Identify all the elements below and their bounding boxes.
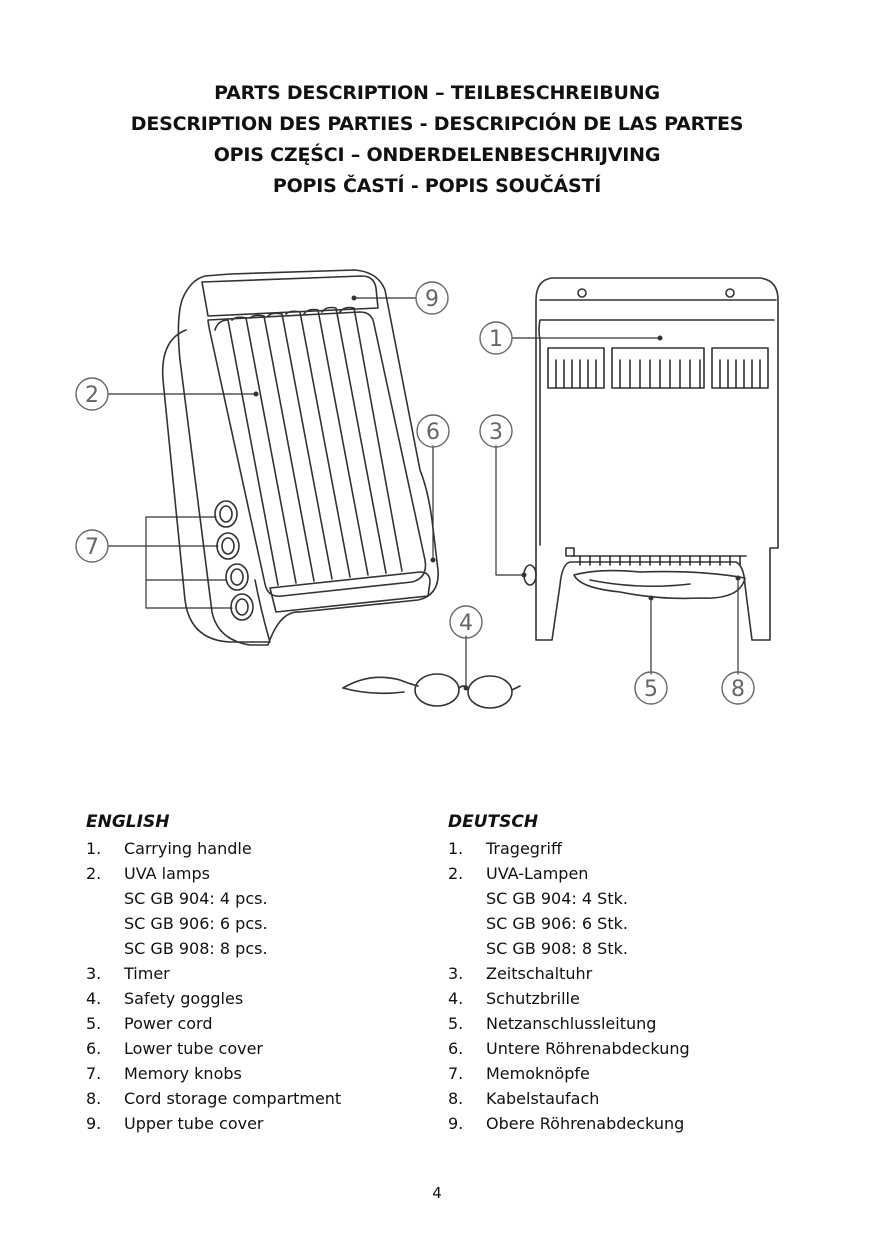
list-subitem: SC GB 908: 8 pcs.	[124, 939, 268, 958]
list-subitem: SC GB 904: 4 pcs.	[124, 889, 268, 908]
list-item: 2.UVA-Lampen	[448, 864, 589, 883]
svg-text:7: 7	[85, 535, 99, 560]
heading-line: POPIS ČASTÍ - POPIS SOUČÁSTÍ	[272, 175, 602, 197]
callout-7: 7	[75, 529, 109, 563]
list-item: 9.Upper tube cover	[86, 1114, 264, 1133]
list-subitem: SC GB 908: 8 Stk.	[486, 939, 628, 958]
list-item: 4.Safety goggles	[86, 989, 244, 1008]
callout-1: 1	[479, 321, 513, 355]
list-item: 8.Cord storage compartment	[86, 1089, 342, 1108]
svg-text:1: 1	[489, 327, 503, 352]
list-item: 7.Memoknöpfe	[448, 1064, 590, 1083]
english-parts-list: ENGLISH 1.Carrying handle 2.UVA lamps SC…	[86, 810, 466, 1136]
callout-3: 3	[479, 414, 513, 448]
svg-text:3: 3	[489, 420, 503, 445]
callout-9: 9	[415, 281, 449, 315]
callout-5: 5	[634, 671, 668, 705]
callout-2: 2	[75, 377, 109, 411]
heading-line: DESCRIPTION DES PARTIES - DESCRIPCIÓN DE…	[130, 113, 744, 135]
german-heading: DEUTSCH	[448, 812, 539, 832]
list-item: 5.Netzanschlussleitung	[448, 1014, 657, 1033]
svg-text:4: 4	[459, 611, 473, 636]
goggles-drawing	[342, 673, 521, 709]
svg-text:5: 5	[644, 677, 658, 702]
page-number: 4	[432, 1184, 442, 1202]
list-item: 6.Lower tube cover	[86, 1039, 263, 1058]
list-item: 4.Schutzbrille	[448, 989, 580, 1008]
list-subitem: SC GB 906: 6 pcs.	[124, 914, 268, 933]
page-heading: PARTS DESCRIPTION – TEILBESCHREIBUNG DES…	[0, 78, 874, 202]
heading-line: PARTS DESCRIPTION – TEILBESCHREIBUNG	[214, 82, 660, 104]
callout-8: 8	[721, 671, 755, 705]
device-front-view	[161, 269, 439, 646]
callouts: 9 1 2 6 3 7 4 5 8	[75, 281, 755, 705]
list-item: 5.Power cord	[86, 1014, 213, 1033]
svg-text:6: 6	[426, 420, 440, 445]
svg-text:8: 8	[731, 677, 745, 702]
callout-6: 6	[416, 414, 450, 448]
german-parts-list: DEUTSCH 1.Tragegriff 2.UVA-Lampen SC GB …	[448, 810, 828, 1136]
list-item: 2.UVA lamps	[86, 864, 210, 883]
parts-diagram: 9 1 2 6 3 7 4 5 8	[75, 269, 779, 709]
list-item: 7.Memory knobs	[86, 1064, 242, 1083]
list-item: 9.Obere Röhrenabdeckung	[448, 1114, 685, 1133]
list-item: 6.Untere Röhrenabdeckung	[448, 1039, 690, 1058]
device-back-view	[523, 277, 779, 641]
leader-lines	[107, 297, 739, 689]
callout-4: 4	[449, 605, 483, 639]
list-item: 3.Zeitschaltuhr	[448, 964, 593, 983]
list-item: 1.Tragegriff	[448, 839, 563, 858]
svg-text:9: 9	[425, 287, 439, 312]
english-heading: ENGLISH	[86, 812, 170, 832]
heading-line: OPIS CZĘŚCI – ONDERDELENBESCHRIJVING	[213, 144, 661, 166]
list-subitem: SC GB 906: 6 Stk.	[486, 914, 628, 933]
leader-dots	[253, 295, 741, 691]
svg-text:2: 2	[85, 383, 99, 408]
list-item: 8.Kabelstaufach	[448, 1089, 600, 1108]
list-item: 1.Carrying handle	[86, 839, 252, 858]
list-subitem: SC GB 904: 4 Stk.	[486, 889, 628, 908]
list-item: 3.Timer	[86, 964, 170, 983]
